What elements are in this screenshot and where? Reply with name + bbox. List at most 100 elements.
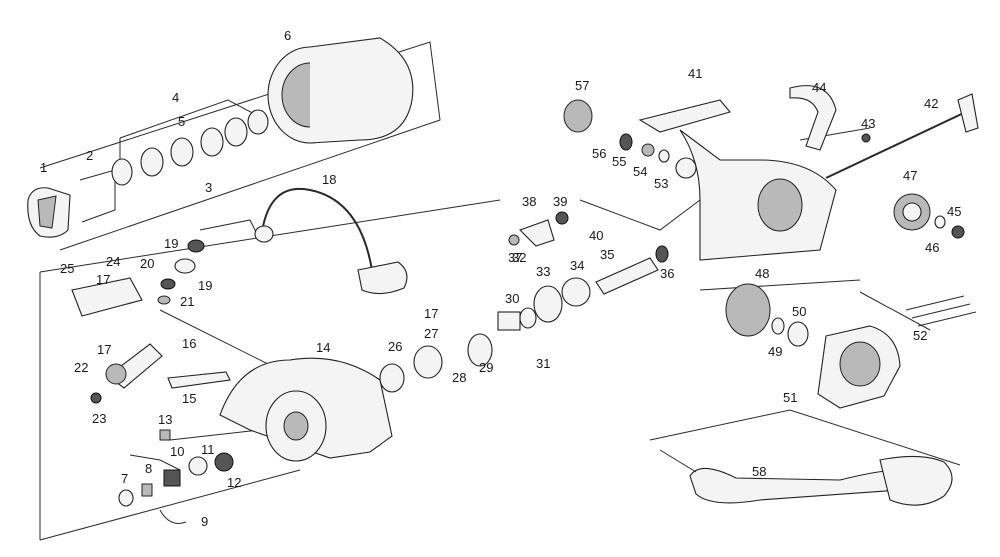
washer-3f [247, 109, 269, 135]
part-label-17: 17 [96, 272, 110, 287]
part-label-15: 15 [182, 391, 196, 406]
part-19b [160, 278, 176, 290]
part-15 [167, 371, 231, 389]
part-18-bail-arm [357, 261, 408, 295]
part-57 [563, 99, 593, 133]
part-label-3: 3 [205, 180, 212, 195]
part-7 [118, 489, 134, 507]
part-11 [188, 456, 208, 476]
part-label-19: 19 [198, 278, 212, 293]
part-label-45: 45 [947, 204, 961, 219]
part-label-17: 17 [97, 342, 111, 357]
part-label-31: 31 [536, 356, 550, 371]
leader-58 [649, 409, 961, 466]
part-label-54: 54 [633, 164, 647, 179]
part-label-29: 29 [479, 360, 493, 375]
part-26 [379, 363, 405, 393]
part-42-tip [957, 93, 979, 133]
leader-19 [199, 219, 261, 241]
part-53 [675, 157, 697, 179]
part-29 [467, 333, 493, 367]
part-20 [174, 258, 196, 274]
part-27 [413, 345, 443, 379]
part-label-50: 50 [792, 304, 806, 319]
part-50 [787, 321, 809, 347]
part-label-10: 10 [170, 444, 184, 459]
part-41-body [679, 129, 837, 261]
part-23 [90, 392, 102, 404]
part-21 [157, 295, 171, 305]
part-1-grip [37, 195, 57, 229]
part-label-17: 17 [424, 306, 438, 321]
part-39 [555, 211, 569, 225]
part-label-4: 4 [172, 90, 179, 105]
leader-4 [119, 99, 263, 139]
part-52-screws [905, 295, 977, 327]
leader-10 [129, 454, 181, 471]
part-13 [159, 429, 171, 441]
part-label-42: 42 [924, 96, 938, 111]
part-24-cover [71, 277, 143, 317]
part-label-57: 57 [575, 78, 589, 93]
part-label-9: 9 [201, 514, 208, 529]
leader-2 [79, 169, 116, 223]
leader-52 [859, 291, 931, 331]
part-36 [655, 245, 669, 263]
part-32 [519, 307, 537, 329]
part-label-18: 18 [322, 172, 336, 187]
part-label-58: 58 [752, 464, 766, 479]
part-8 [141, 483, 153, 497]
part-label-20: 20 [140, 256, 154, 271]
part-42-shaft [825, 109, 971, 179]
part-label-23: 23 [92, 411, 106, 426]
part-label-44: 44 [812, 80, 826, 95]
washer-3c [170, 137, 194, 167]
part-label-22: 22 [74, 360, 88, 375]
part-label-30: 30 [505, 291, 519, 306]
part-label-34: 34 [570, 258, 584, 273]
part-33 [533, 285, 563, 323]
part-label-56: 56 [592, 146, 606, 161]
part-label-48: 48 [755, 266, 769, 281]
part-label-6: 6 [284, 28, 291, 43]
part-label-16: 16 [182, 336, 196, 351]
part-label-21: 21 [180, 294, 194, 309]
leader-48 [699, 279, 861, 291]
part-drawings [27, 37, 979, 524]
part-41-gear-seat [757, 178, 803, 232]
part-label-2: 2 [86, 148, 93, 163]
part-10 [163, 469, 181, 487]
part-35 [595, 257, 659, 295]
part-45 [951, 225, 965, 239]
part-51-hole [839, 341, 881, 387]
boundary-lines [39, 41, 961, 541]
part-label-27: 27 [424, 326, 438, 341]
part-label-1: 1 [40, 160, 47, 175]
part-label-46: 46 [925, 240, 939, 255]
part-37 [508, 234, 520, 246]
body-group-bottom-line [39, 469, 301, 541]
part-label-55: 55 [612, 154, 626, 169]
part-48 [725, 283, 771, 337]
part-label-41: 41 [688, 66, 702, 81]
washer-3a [111, 158, 133, 186]
part-56 [619, 133, 633, 151]
part-46 [934, 215, 946, 229]
part-label-35: 35 [600, 247, 614, 262]
part-44 [789, 85, 837, 151]
part-6-spool-body [309, 37, 414, 144]
part-label-11: 11 [201, 442, 215, 457]
part-22-roller [105, 363, 127, 385]
washer-3e [224, 117, 248, 147]
part-label-19: 19 [164, 236, 178, 251]
part-label-37: 37 [508, 250, 522, 265]
part-label-51: 51 [783, 390, 797, 405]
part-label-28: 28 [452, 370, 466, 385]
part-41-foot [638, 99, 731, 133]
part-label-40: 40 [589, 228, 603, 243]
part-label-13: 13 [158, 412, 172, 427]
part-18-end [254, 225, 274, 243]
spool-group-outline [39, 41, 441, 251]
